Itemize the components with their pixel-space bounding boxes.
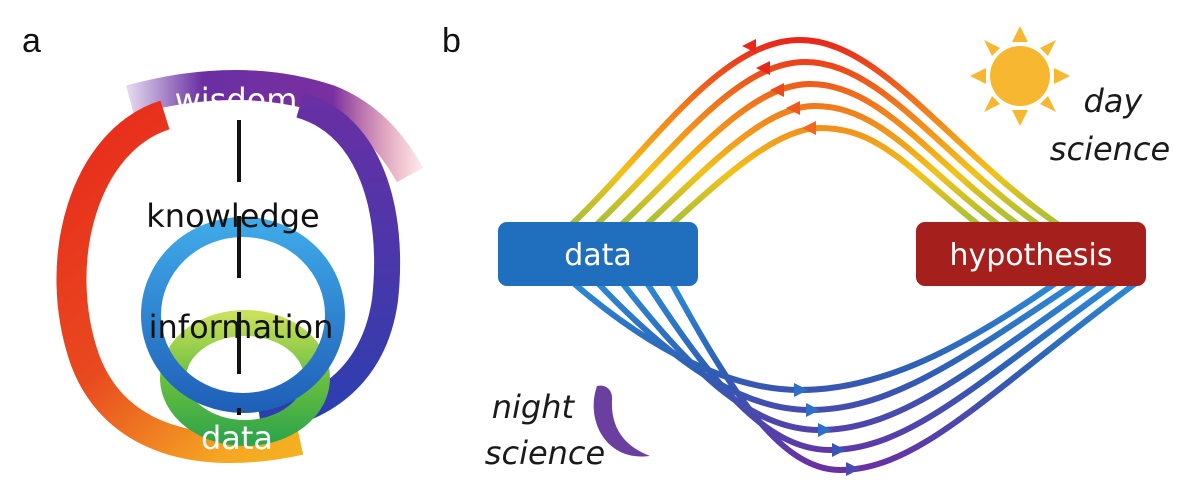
night-arrowhead-2 xyxy=(806,403,820,417)
day-arrowheads xyxy=(742,39,816,135)
day-arrowhead-2 xyxy=(756,61,770,75)
knowledge-label: knowledge xyxy=(146,197,319,235)
night-arc-4 xyxy=(642,277,1123,454)
wisdom-label: wisdom xyxy=(175,81,298,119)
panel-b-letter: b xyxy=(442,22,461,60)
day-arc-1 xyxy=(567,36,1063,229)
wisdom-band xyxy=(126,70,424,183)
night-science-arcs xyxy=(567,277,1143,474)
day-arrowhead-1 xyxy=(742,39,756,53)
day-arc-4 xyxy=(642,102,1003,229)
night-arrowhead-3 xyxy=(818,423,832,437)
night-label-line2: science xyxy=(485,434,605,472)
hypothesis-box: hypothesis xyxy=(916,222,1146,286)
night-label-line1: night xyxy=(492,388,576,426)
night-arc-5 xyxy=(667,277,1143,474)
day-arrowhead-4 xyxy=(786,101,800,115)
sun-icon xyxy=(970,26,1070,126)
information-label: information xyxy=(149,308,334,346)
day-label-line1: day xyxy=(1083,82,1143,120)
outer-ring-left xyxy=(56,100,304,464)
moon-icon xyxy=(593,385,650,457)
data-label: data xyxy=(201,419,273,457)
day-science-label: day science xyxy=(1050,82,1170,168)
night-arrowhead-4 xyxy=(832,443,846,457)
data-box-label: data xyxy=(564,238,632,273)
night-arrowhead-5 xyxy=(846,462,860,476)
night-arrowhead-1 xyxy=(794,383,808,397)
night-arrowheads xyxy=(794,383,860,476)
day-arc-5 xyxy=(667,124,983,229)
knowledge-ring xyxy=(141,217,345,413)
day-label-line2: science xyxy=(1050,130,1170,168)
night-science-label: night science xyxy=(485,388,605,472)
data-box: data xyxy=(498,222,698,286)
day-arc-3 xyxy=(617,80,1023,229)
day-arrowhead-5 xyxy=(802,121,816,135)
hypothesis-box-label: hypothesis xyxy=(950,238,1113,273)
dikw-rings xyxy=(56,70,424,464)
panel-a-letter: a xyxy=(22,22,41,60)
night-arc-1 xyxy=(567,277,1063,394)
day-science-arcs xyxy=(567,36,1063,229)
day-arc-2 xyxy=(592,58,1043,229)
day-arrowhead-3 xyxy=(770,83,784,97)
